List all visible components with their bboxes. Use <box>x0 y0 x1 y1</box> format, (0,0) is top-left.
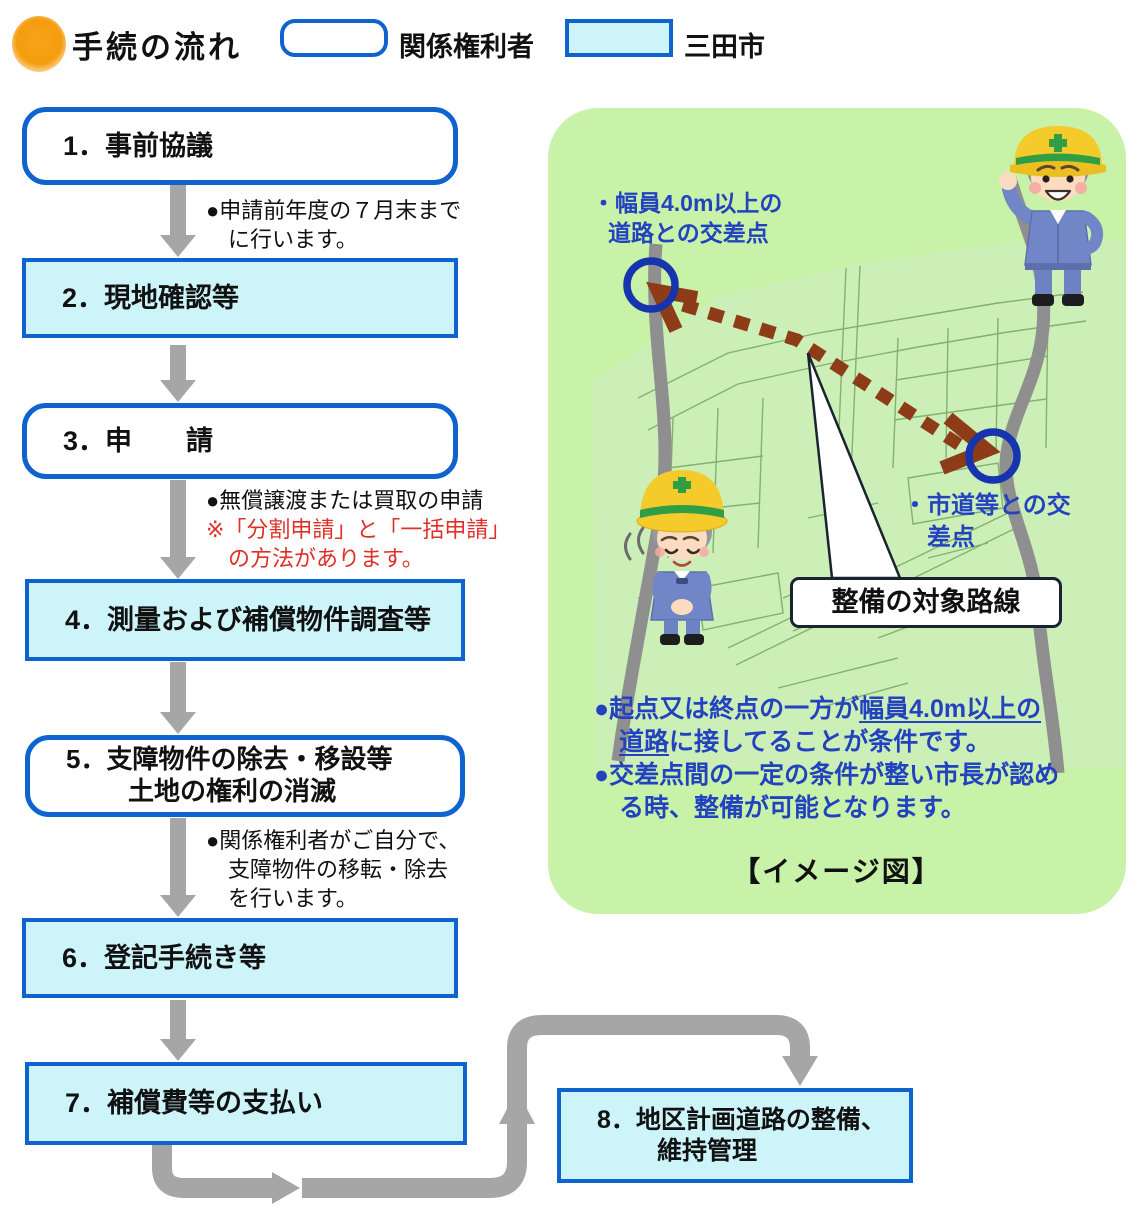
step-7-label: 7．補償費等の支払い <box>65 1088 324 1119</box>
legend-label-city: 三田市 <box>684 32 765 62</box>
step-4-label: 4．測量および補償物件調査等 <box>65 604 432 635</box>
route-arrowhead-right <box>939 412 1001 475</box>
step-7-box: 7．補償費等の支払い <box>25 1062 467 1145</box>
map-label-right-intersection: ・市道等との交 差点 <box>903 490 1071 554</box>
legend-label-applicant: 関係権利者 <box>399 32 534 62</box>
note-line-red: の方法があります。 <box>228 546 424 571</box>
condition-line: 道路に接してることが条件です。 <box>619 728 991 756</box>
step-1-label: 1．事前協議 <box>63 130 214 161</box>
worker-waving-illustration <box>999 126 1106 306</box>
step-1-box: 1．事前協議 <box>22 107 458 185</box>
flow-arrow-icon-5-6 <box>160 818 196 917</box>
condition-line: ●起点又は終点の一方が幅員4.0m以上の <box>594 695 1042 723</box>
note-line: ●関係権利者がご自分で、 <box>206 828 461 853</box>
map-label-line: ・市道等との交 <box>903 492 1071 519</box>
page-title: 手続の流れ <box>72 30 242 65</box>
condition-line: ●交差点間の一定の条件が整い市長が認め <box>594 761 1060 789</box>
step-2-label: 2．現地確認等 <box>62 282 240 313</box>
flow-arrow-icon-1-2 <box>160 185 196 257</box>
image-panel: ・幅員4.0m以上の 道路との交差点 ・市道等との交 差点 整備の対象路線 ●起… <box>548 108 1126 914</box>
step-5-label-line1: 5．支障物件の除去・移設等 <box>66 744 393 775</box>
step-6-box: 6．登記手続き等 <box>22 918 458 998</box>
note-step3: ●無償譲渡または買取の申請 ※「分割申請」と「一括申請」 の方法があります。 <box>206 486 510 573</box>
pipe-arrow-connector <box>152 1015 818 1204</box>
route-arrowhead-left <box>646 281 699 333</box>
pipe-arrowhead-up <box>499 1090 535 1124</box>
cadastral-map-illustration <box>592 176 1124 774</box>
step-5-box: 5．支障物件の除去・移設等 土地の権利の消滅 <box>25 735 465 817</box>
step-3-label: 3．申 請 <box>63 425 214 456</box>
target-route-callout: 整備の対象路線 <box>790 577 1062 628</box>
step-3-box: 3．申 請 <box>22 403 458 479</box>
pipe-arrowhead-right <box>272 1172 300 1204</box>
pipe-arrowhead-down <box>782 1056 818 1086</box>
flow-arrow-icon-3-4 <box>160 480 196 579</box>
step-4-box: 4．測量および補償物件調査等 <box>25 579 465 661</box>
flow-arrow-icon-4-5 <box>160 662 196 734</box>
map-label-line: 道路との交差点 <box>608 220 769 246</box>
map-label-line: 差点 <box>927 524 975 551</box>
note-line: ●無償譲渡または買取の申請 <box>206 488 484 513</box>
step-8-label-line2: 維持管理 <box>657 1136 758 1165</box>
note-line: を行います。 <box>228 886 358 911</box>
flow-arrow-icon-6-7 <box>160 1000 196 1061</box>
note-step1: ●申請前年度の７月末まで に行います。 <box>206 196 461 254</box>
note-step5: ●関係権利者がご自分で、 支障物件の移転・除去 を行います。 <box>206 826 460 913</box>
note-line: ●申請前年度の７月末まで <box>206 198 462 223</box>
step-8-label-line1: 8．地区計画道路の整備、 <box>597 1106 886 1134</box>
intersection-circle-right <box>965 428 1021 484</box>
legend-swatch-city <box>565 19 673 57</box>
panel-conditions-text: ●起点又は終点の一方が幅員4.0m以上の 道路に接してることが条件です。 ●交差… <box>594 693 1114 825</box>
note-line: に行います。 <box>228 227 358 252</box>
flow-arrow-icon-2-3 <box>160 345 196 402</box>
step-6-label: 6．登記手続き等 <box>62 942 267 973</box>
map-label-top-intersection: ・幅員4.0m以上の 道路との交差点 <box>592 188 782 248</box>
condition-line: る時、整備が可能となります。 <box>619 794 966 822</box>
legend-swatch-applicant <box>280 19 388 57</box>
worker-bowing-illustration <box>624 470 728 645</box>
intersection-circle-left <box>623 257 679 313</box>
step-5-label-line2: 土地の権利の消滅 <box>128 776 337 806</box>
route-dashed-arrow <box>681 298 967 453</box>
orange-dot-icon <box>12 16 66 72</box>
step-8-box: 8．地区計画道路の整備、 維持管理 <box>557 1088 913 1183</box>
map-label-line: ・幅員4.0m以上の <box>592 190 783 216</box>
note-line: 支障物件の移転・除去 <box>228 857 449 882</box>
step-2-box: 2．現地確認等 <box>22 258 458 338</box>
note-line-red: ※「分割申請」と「一括申請」 <box>206 517 511 542</box>
panel-caption: 【イメージ図】 <box>732 856 942 887</box>
